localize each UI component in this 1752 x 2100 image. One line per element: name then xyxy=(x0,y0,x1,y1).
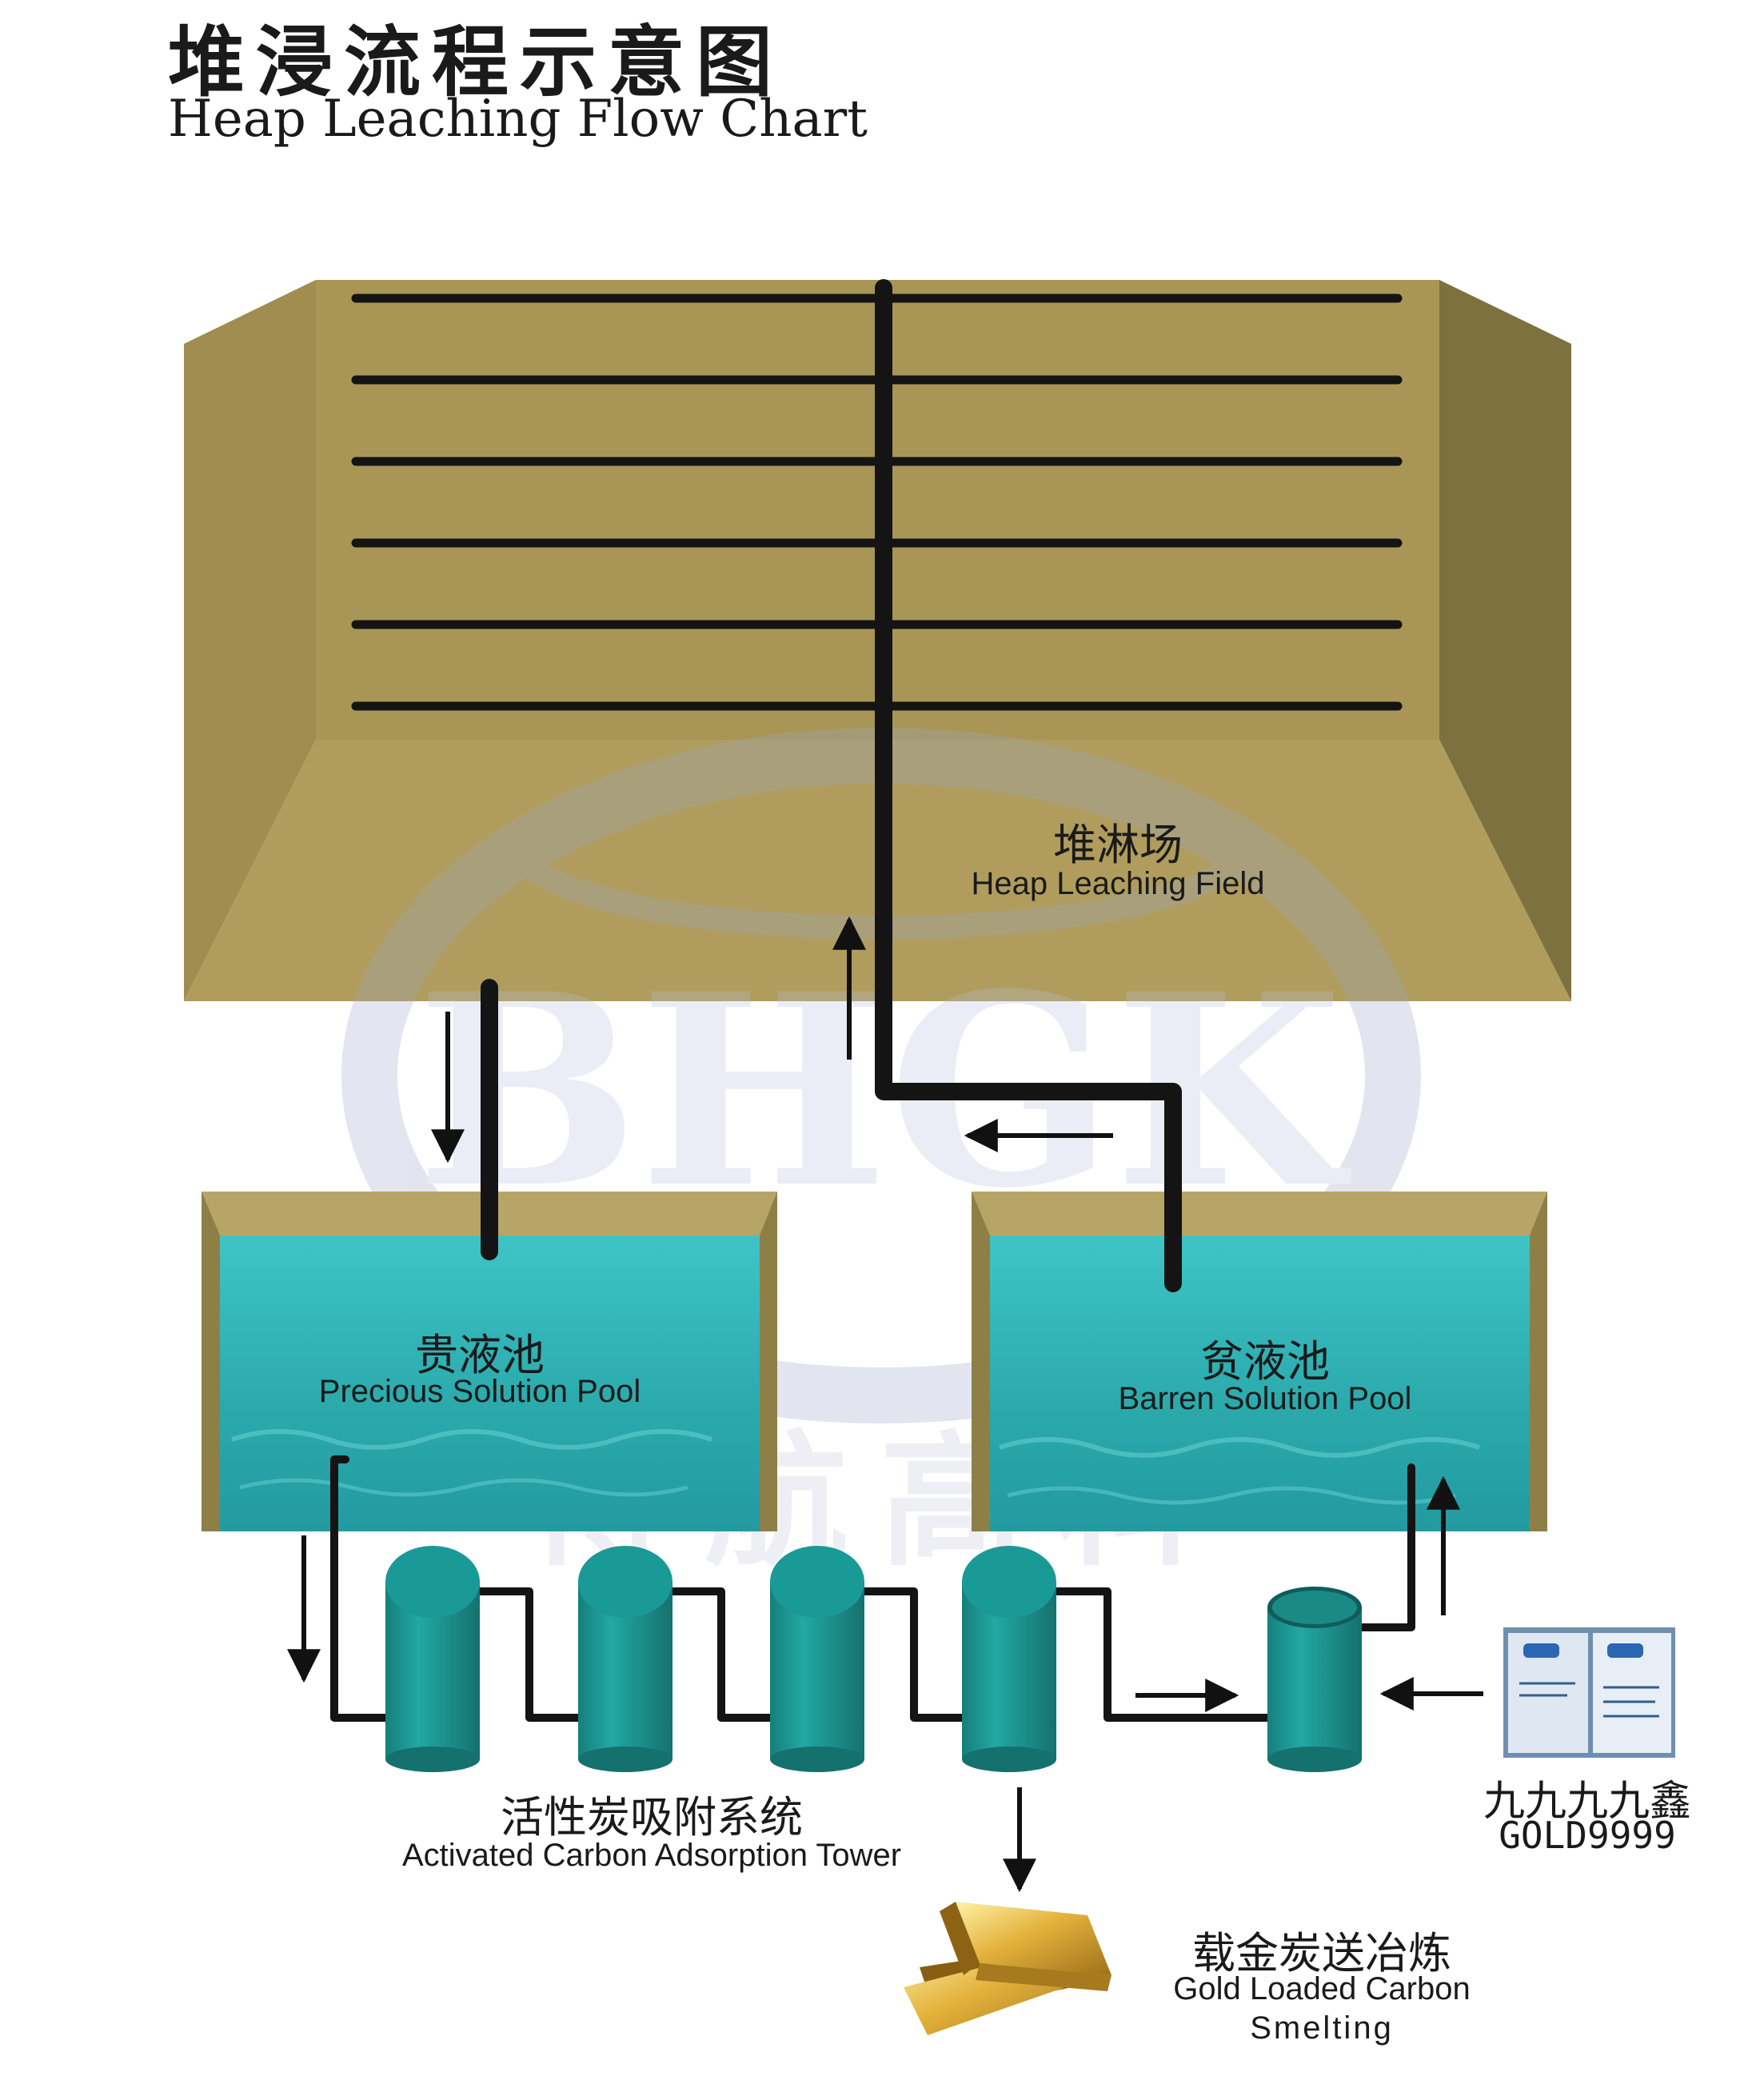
adsorption-label-en: Activated Carbon Adsorption Tower xyxy=(401,1838,902,1873)
smelting-label-en-line1: Gold Loaded Carbon xyxy=(1173,1971,1471,2006)
tower-1 xyxy=(385,1546,480,1772)
heap-left-face xyxy=(184,280,316,1001)
smelting-label-zh: 载金炭送冶炼 xyxy=(1192,1928,1451,1978)
tower-3 xyxy=(770,1546,864,1772)
adsorption-towers xyxy=(385,1546,1362,1772)
title-zh: 堆浸流程示意图 xyxy=(168,18,784,107)
heap-field-label-zh: 堆淋场 xyxy=(1053,820,1183,870)
precious-pool-label-en: Precious Solution Pool xyxy=(318,1374,641,1409)
mixing-tank xyxy=(1267,1587,1362,1772)
heap-field-label-en: Heap Leaching Field xyxy=(971,866,1265,901)
smelting-label-en-line2: Smelting xyxy=(1250,2010,1394,2046)
gold-bars-image xyxy=(904,1902,1111,2035)
heap-right-face xyxy=(1439,280,1571,1001)
reagent-label-en: GOLD9999 xyxy=(1499,1814,1676,1857)
barren-pool-label-en: Barren Solution Pool xyxy=(1118,1381,1412,1416)
reagent-bags-image xyxy=(1503,1627,1675,1758)
supply-pipe xyxy=(875,279,1182,1292)
precious-pool-label-zh: 贵液池 xyxy=(415,1330,545,1380)
tower-4 xyxy=(962,1546,1056,1772)
barren-pool-label-zh: 贫液池 xyxy=(1200,1336,1330,1387)
title-en: Heap Leaching Flow Chart xyxy=(168,90,868,149)
return-pipe xyxy=(1347,1463,1415,1631)
reagent-label-zh: 九九九九鑫 xyxy=(1483,1778,1692,1826)
adsorption-label-zh: 活性炭吸附系统 xyxy=(501,1792,803,1842)
flow-arrows xyxy=(287,916,1483,1893)
tower-2 xyxy=(578,1546,672,1772)
